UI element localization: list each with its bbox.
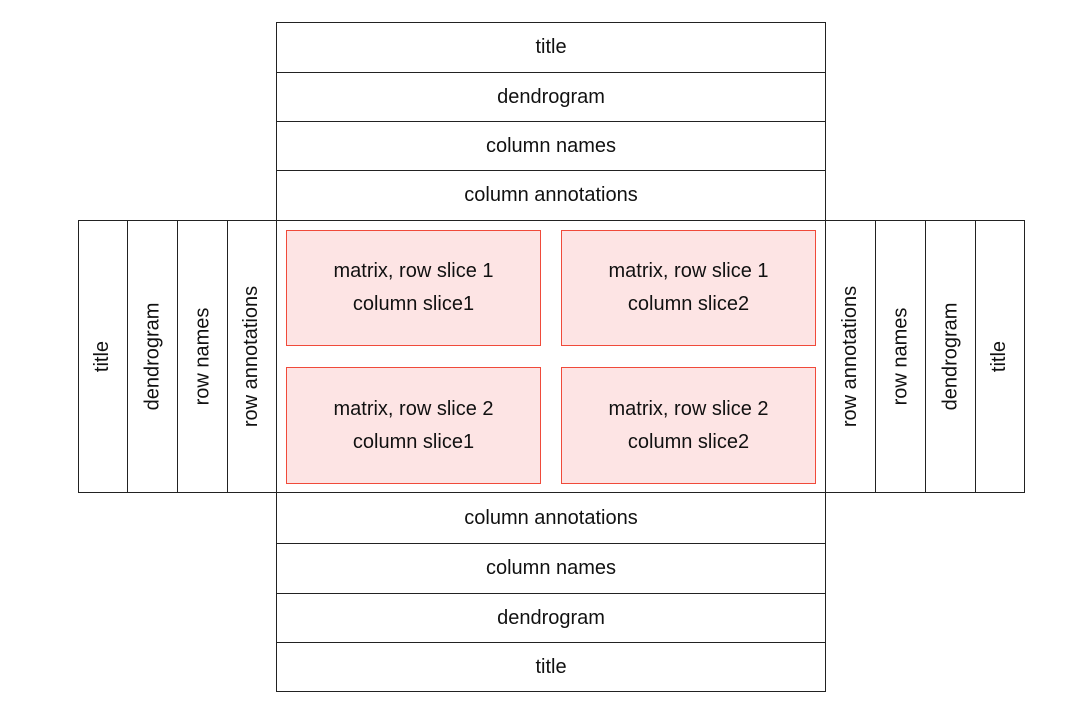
label: row names	[191, 307, 213, 406]
label: title	[535, 36, 567, 58]
top-dendrogram: dendrogram	[276, 72, 826, 122]
right-dendrogram: dendrogram	[925, 220, 976, 493]
matrix-slice-r2-c2: matrix, row slice 2 column slice2	[561, 367, 816, 484]
top-title: title	[276, 22, 826, 73]
matrix-slice-r1-c2: matrix, row slice 1 column slice2	[561, 230, 816, 346]
label: title	[988, 340, 1011, 373]
label: column slice2	[627, 430, 750, 453]
left-row-names: row names	[177, 220, 228, 493]
top-column-names: column names	[276, 121, 826, 171]
left-title: title	[78, 220, 128, 493]
label: column names	[485, 557, 617, 579]
matrix-slice-r1-c1: matrix, row slice 1 column slice1	[286, 230, 541, 346]
label: column names	[485, 134, 617, 157]
matrix-slice-r2-c1: matrix, row slice 2 column slice1	[286, 367, 541, 484]
right-title: title	[975, 220, 1025, 493]
left-row-annotations: row annotations	[227, 220, 277, 493]
label: row annotations	[240, 285, 263, 428]
label: dendrogram	[939, 302, 961, 411]
label: column slice1	[352, 430, 475, 453]
label: dendrogram	[497, 85, 605, 108]
bottom-title: title	[276, 642, 826, 692]
label: row annotations	[839, 285, 862, 428]
label: title	[91, 340, 114, 373]
label: column annotations	[464, 506, 638, 529]
bottom-column-names: column names	[276, 543, 826, 594]
label: column annotations	[464, 184, 638, 206]
left-dendrogram: dendrogram	[127, 220, 178, 493]
label: column slice2	[627, 293, 750, 315]
right-row-annotations: row annotations	[825, 220, 876, 493]
top-column-annotations: column annotations	[276, 170, 826, 221]
label: matrix, row slice 2	[608, 397, 769, 420]
label: matrix, row slice 1	[333, 260, 494, 282]
label: column slice1	[352, 293, 475, 315]
label: matrix, row slice 2	[333, 397, 494, 420]
label: dendrogram	[497, 606, 605, 629]
label: row names	[889, 307, 911, 406]
label: matrix, row slice 1	[608, 260, 769, 282]
right-row-names: row names	[875, 220, 926, 493]
bottom-dendrogram: dendrogram	[276, 593, 826, 643]
label: dendrogram	[141, 302, 163, 411]
label: title	[535, 655, 567, 678]
bottom-column-annotations: column annotations	[276, 492, 826, 544]
